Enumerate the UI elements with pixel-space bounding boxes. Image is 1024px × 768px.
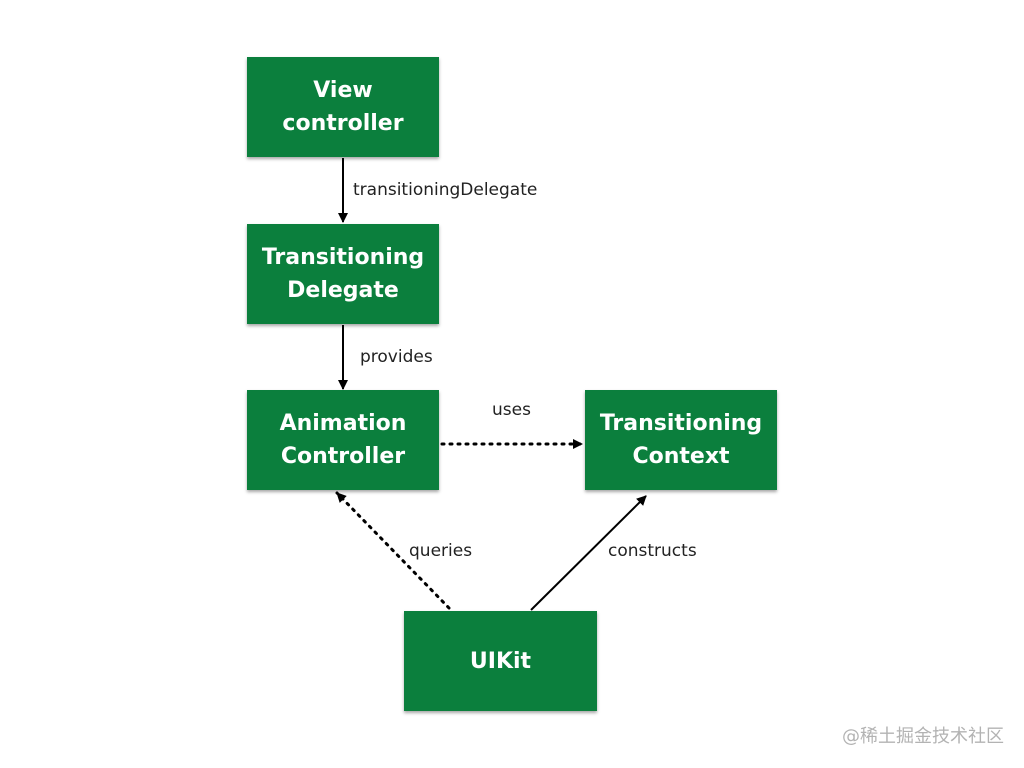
node-transitioning-context-line2: Context bbox=[632, 444, 730, 469]
arrow-uikit-to-context bbox=[530, 495, 647, 611]
edge-label-provides: provides bbox=[360, 347, 433, 367]
node-view-controller-label: View controller bbox=[282, 78, 404, 136]
node-animation-controller-line1: Animation bbox=[279, 411, 407, 436]
node-transitioning-delegate-line1: Transitioning bbox=[261, 245, 425, 270]
node-transitioning-context-line1: Transitioning bbox=[599, 411, 763, 436]
edge-label-constructs: constructs bbox=[608, 541, 697, 561]
node-view-controller: View controller bbox=[247, 57, 439, 157]
arrow-uikit-to-animation bbox=[335, 491, 451, 610]
node-animation-controller: Animation Controller bbox=[247, 390, 439, 490]
edge-label-transitioning-delegate: transitioningDelegate bbox=[353, 180, 538, 200]
edge-label-queries: queries bbox=[409, 541, 473, 561]
node-animation-controller-line2: Controller bbox=[280, 444, 406, 469]
node-transitioning-context: Transitioning Context bbox=[585, 390, 777, 490]
edge-label-uses: uses bbox=[492, 400, 531, 420]
node-uikit-label: UIKit bbox=[469, 648, 532, 674]
node-uikit: UIKit bbox=[404, 611, 597, 711]
node-transitioning-delegate-line2: Delegate bbox=[287, 278, 399, 303]
node-transitioning-delegate: Transitioning Delegate bbox=[247, 224, 439, 324]
watermark: @稀土掘金技术社区 bbox=[842, 726, 1004, 747]
